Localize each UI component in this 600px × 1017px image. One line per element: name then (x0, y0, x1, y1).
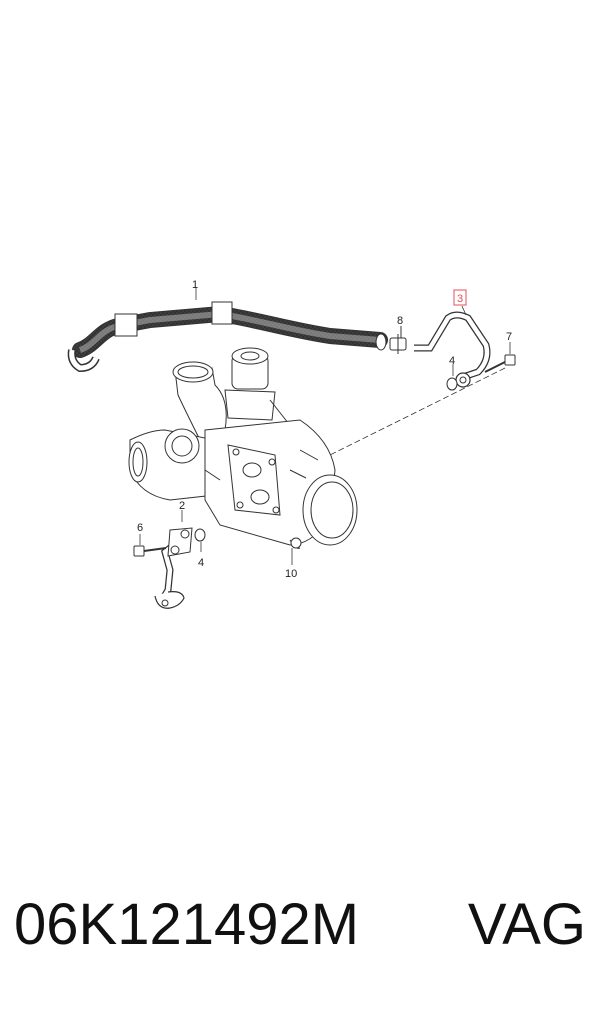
turbocharger-part-10 (128, 347, 358, 549)
callout-7: 7 (506, 331, 512, 343)
callout-labels: 1 2 3 4 4 6 7 8 10 (137, 279, 512, 580)
hose-clamp-part-8 (389, 326, 407, 354)
oil-pipe-part-2 (154, 510, 193, 609)
bolt-part-7 (484, 342, 516, 373)
callout-3-highlight-box (453, 289, 467, 306)
brand-name: VAG (467, 892, 586, 957)
coolant-hose-part-1 (67, 301, 388, 373)
callout-6: 6 (137, 522, 143, 534)
coolant-pipe-part-3 (414, 305, 491, 388)
callout-2: 2 (179, 500, 185, 512)
seal-ring-part-4-left (194, 528, 206, 552)
callout-1: 1 (192, 279, 198, 291)
bolt-part-6 (133, 534, 167, 557)
callout-4-right: 4 (449, 355, 455, 367)
part-number: 06K121492M (14, 892, 360, 957)
callout-3: 3 (457, 293, 463, 305)
seal-ring-part-4-right (446, 364, 458, 391)
leader-lines (195, 288, 293, 565)
callout-8: 8 (397, 315, 403, 327)
callout-4-left: 4 (198, 557, 204, 569)
callout-10: 10 (285, 568, 297, 580)
assembly-line (319, 367, 506, 461)
